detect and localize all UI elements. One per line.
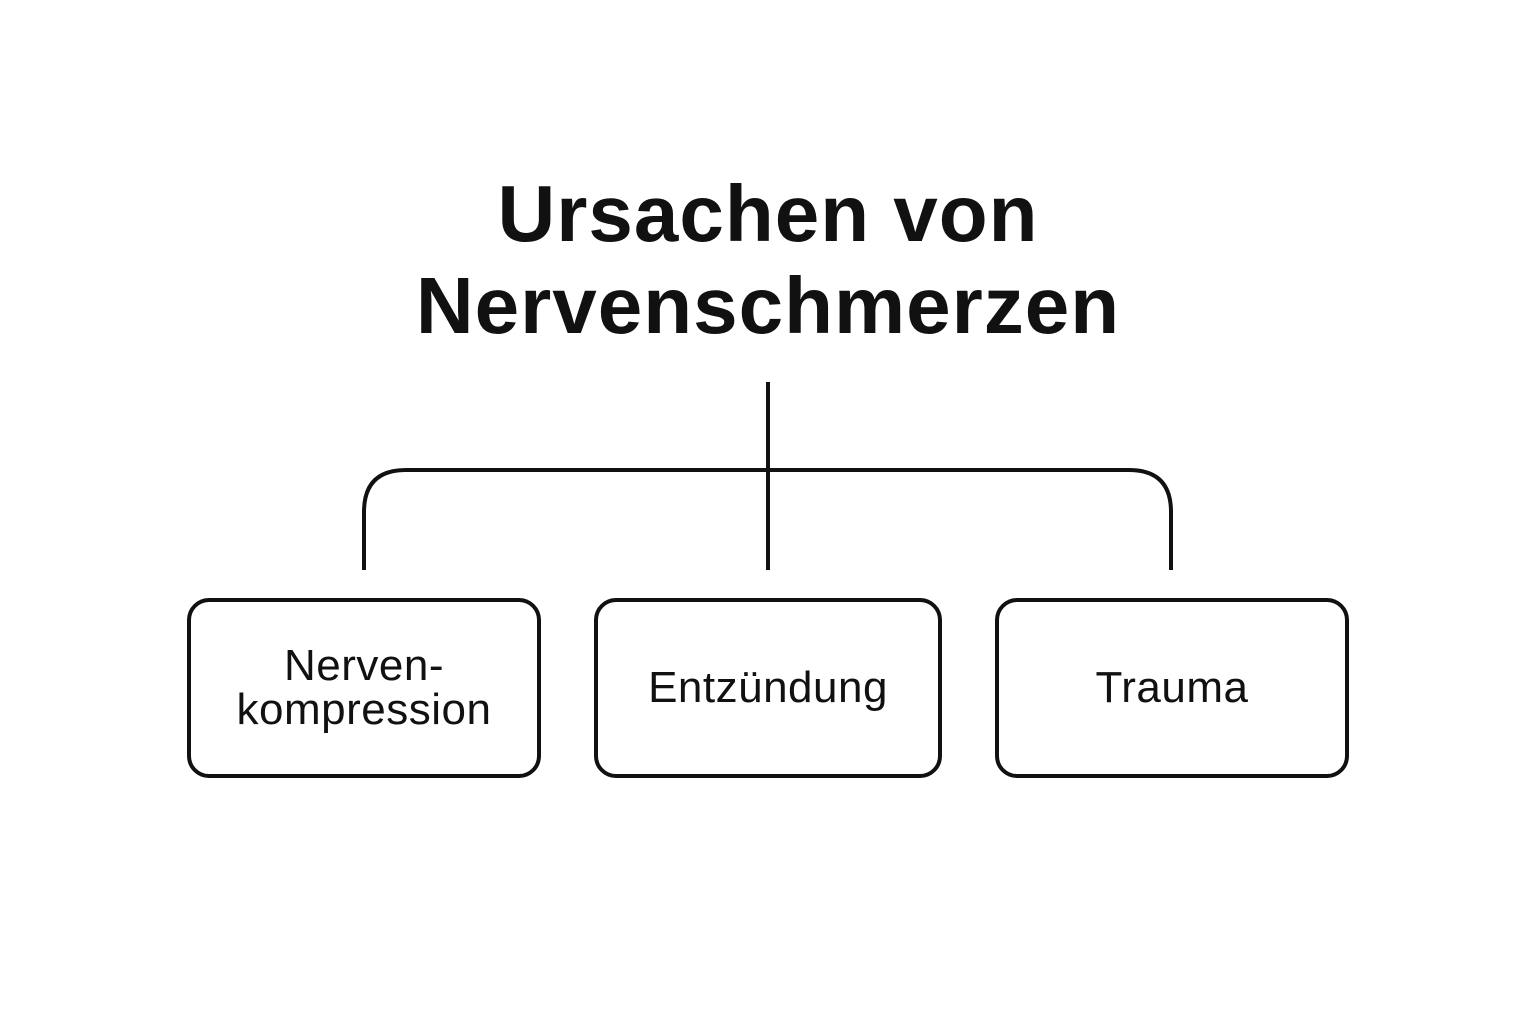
node-entzuendung: Entzündung [594,598,942,778]
diagram-title-line-2: Nervenschmerzen [415,261,1121,350]
diagram-title: Ursachen von Nervenschmerzen [368,168,1168,352]
node-trauma-label-line-1: Trauma [1095,663,1249,712]
node-nervenkompression: Nerven- kompression [187,598,541,778]
node-trauma-label: Trauma [1096,666,1249,710]
connector-branch-bar [362,468,1173,570]
diagram-title-line-1: Ursachen von [497,169,1039,258]
node-nervenkompression-label-line-1: Nerven- [284,641,444,690]
node-trauma: Trauma [995,598,1349,778]
node-nervenkompression-label-line-2: kompression [236,685,492,734]
node-nervenkompression-label: Nerven- kompression [237,644,492,732]
node-entzuendung-label-line-1: Entzündung [648,663,888,712]
node-entzuendung-label: Entzündung [648,666,888,710]
